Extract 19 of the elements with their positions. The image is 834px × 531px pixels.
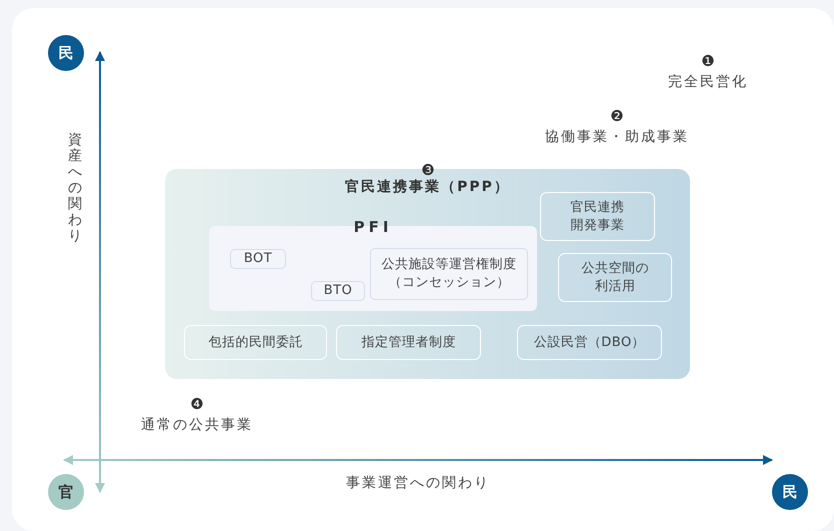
text-label: 事業運営への関わり — [346, 474, 490, 492]
category-tag: 公共施設等運営権制度（コンセッション） — [370, 248, 528, 300]
text-label: 完全民営化 — [668, 73, 748, 91]
number-marker: ❷ — [610, 107, 624, 125]
category-tag: BOT — [230, 249, 286, 269]
category-tag: 包括的民間委託 — [184, 325, 327, 360]
group-title: 官民連携事業（PPP） — [344, 178, 511, 196]
number-marker: ❸ — [421, 161, 435, 179]
category-tag: 指定管理者制度 — [336, 325, 481, 360]
category-tag: 公設民営（DBO） — [517, 325, 662, 360]
category-tag: 公共空間の利活用 — [558, 253, 672, 302]
category-tag: 官民連携開発事業 — [540, 192, 655, 241]
axis-label: 資産への関わり — [68, 132, 82, 244]
group-title: PFI — [354, 218, 392, 236]
category-tag: BTO — [311, 281, 365, 301]
number-marker: ❹ — [190, 395, 204, 413]
number-marker: ❶ — [701, 52, 715, 70]
text-label: 協働事業・助成事業 — [545, 128, 689, 146]
text-label: 通常の公共事業 — [141, 416, 253, 434]
